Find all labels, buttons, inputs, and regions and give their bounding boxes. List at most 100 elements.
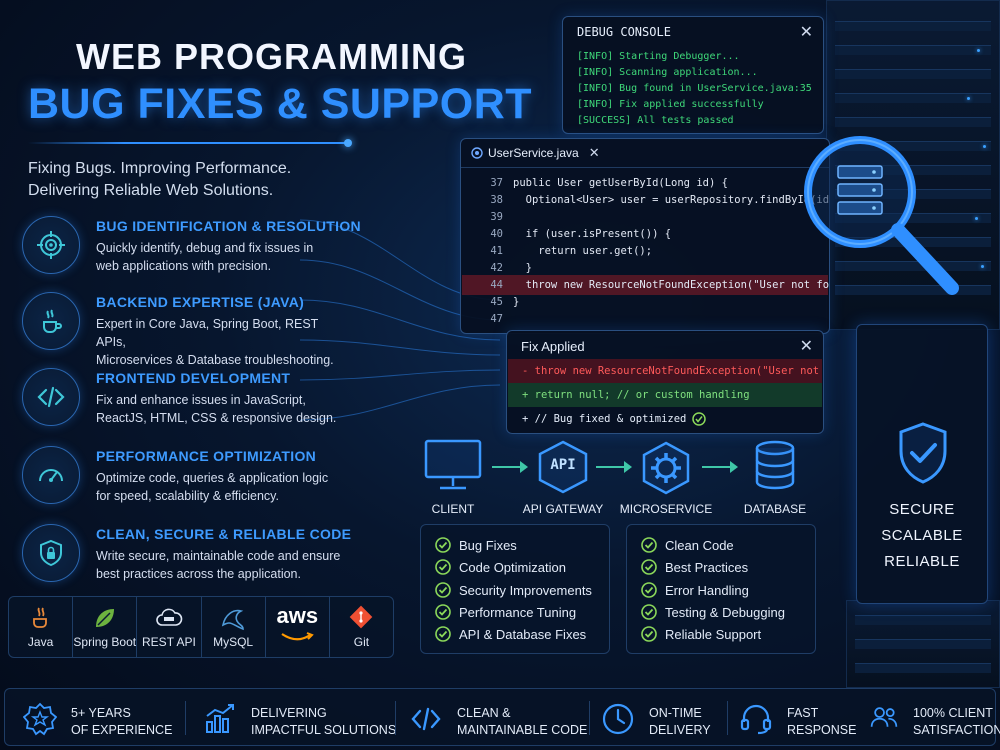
stat-text: 100% CLIENT SATISFACTION [913,705,1000,739]
clock-icon [602,703,634,735]
speedometer-icon [22,446,80,504]
close-icon[interactable]: ✕ [799,24,813,41]
flow-label-client: CLIENT [431,502,475,516]
checklist-item: Code Optimization [435,559,566,575]
tech-stack-strip: Java Spring Boot REST API MySQL aws Git [8,596,394,658]
checklist-label: Performance Tuning [459,604,577,620]
debug-console-panel: DEBUG CONSOLE ✕ [INFO] Starting Debugger… [562,16,824,134]
tech-label: Git [353,635,370,649]
check-circle-icon [641,626,657,642]
line-number: 45 [490,296,503,308]
stat-divider [589,701,590,735]
feature-frontend-development: FRONTEND DEVELOPMENT Fix and enhance iss… [22,366,352,430]
file-icon [471,147,483,159]
feature-clean-secure-code: CLEAN, SECURE & RELIABLE CODE Write secu… [22,522,352,586]
java-icon [22,292,80,350]
title-divider [28,142,348,144]
error-line-highlight [462,275,828,295]
debug-console-title: DEBUG CONSOLE [577,25,671,39]
feature-title: BACKEND EXPERTISE (JAVA) [96,294,305,310]
aws-logo-icon: aws [276,603,319,628]
badge-line-secure: SECURE [889,501,955,518]
stat-line2: MAINTAINABLE CODE [457,723,588,737]
subtitle-line1: Fixing Bugs. Improving Performance. [28,160,292,177]
stat-line1: DELIVERING [251,706,327,720]
services-checklist-left: Bug Fixes Code Optimization Security Imp… [420,524,610,654]
code-line-error: throw new ResourceNotFoundException("Use… [525,279,830,291]
git-icon [350,605,373,629]
bar-chart-icon [206,704,234,733]
check-circle-icon [692,412,707,426]
mysql-dolphin-icon [221,609,244,631]
database-icon [755,440,795,490]
stat-line1: ON-TIME [649,706,702,720]
console-line: [INFO] Fix applied successfully [577,99,764,110]
feature-desc-line2: web applications with precision. [96,259,272,273]
check-circle-icon [641,582,657,598]
feature-desc-line1: Optimize code, queries & application log… [96,471,329,485]
flow-arrow [596,461,632,473]
badge-line-reliable: RELIABLE [884,553,960,570]
tech-item-git: Git [330,597,393,657]
stat-line2: IMPACTFUL SOLUTIONS [251,723,397,737]
feature-desc-line2: for speed, scalability & efficiency. [96,489,279,503]
check-circle-icon [435,537,451,553]
tech-item-aws: aws [266,597,330,657]
checklist-label: Security Improvements [459,582,592,598]
fix-applied-title: Fix Applied [521,339,585,354]
close-icon[interactable]: ✕ [588,145,600,160]
feature-title: FRONTEND DEVELOPMENT [96,370,291,386]
users-icon [870,707,898,727]
stat-line2: OF EXPERIENCE [71,723,173,737]
check-circle-icon [641,537,657,553]
line-number: 41 [490,245,503,257]
diff-added-line: + // Bug fixed & optimized [508,407,822,431]
stat-line1: CLEAN & [457,706,511,720]
line-number: 37 [490,177,503,189]
code-line: return user.get(); [513,245,653,257]
line-number: 42 [490,262,503,274]
console-line: [INFO] Bug found in UserService.java:35 [577,83,812,94]
tech-item-mysql: MySQL [202,597,266,657]
check-circle-icon [435,582,451,598]
target-icon [22,216,80,274]
diff-removed-line: - throw new ResourceNotFoundException("U… [508,359,822,383]
checklist-item: Performance Tuning [435,604,576,620]
feature-backend-expertise: BACKEND EXPERTISE (JAVA) Expert in Core … [22,290,352,367]
api-hexagon-icon: API [536,440,590,494]
stat-text: CLEAN & MAINTAINABLE CODE [457,705,587,739]
code-line: if (user.isPresent()) { [513,228,672,240]
check-circle-icon [641,559,657,575]
flow-label-database: DATABASE [743,502,807,516]
tech-label: Java [27,635,54,649]
stat-line2: SATISFACTION [913,723,1000,737]
checklist-label: Best Practices [665,559,749,575]
checklist-item: Bug Fixes [435,537,517,553]
diff-added-line: + return null; // or custom handling [508,383,822,407]
feature-description: Write secure, maintainable code and ensu… [96,547,346,583]
gear-icon [642,441,690,495]
stat-divider [185,701,186,735]
feature-title: BUG IDENTIFICATION & RESOLUTION [96,218,361,234]
feature-title: CLEAN, SECURE & RELIABLE CODE [96,526,352,542]
stat-line1: 100% CLIENT [913,706,993,720]
checklist-item: Security Improvements [435,582,592,598]
checklist-label: Testing & Debugging [665,604,785,620]
check-circle-icon [641,604,657,620]
editor-tab[interactable]: UserService.java ✕ [471,145,600,161]
close-icon[interactable]: ✕ [799,338,813,355]
console-line: [INFO] Starting Debugger... [577,51,740,62]
tech-label: REST API [142,635,196,649]
stat-text: DELIVERING IMPACTFUL SOLUTIONS [251,705,396,739]
feature-desc-line1: Expert in Core Java, Spring Boot, REST A… [96,317,319,349]
code-line: } [513,296,520,308]
feature-description: Fix and enhance issues in JavaScript, Re… [96,391,346,427]
editor-tab-label: UserService.java [488,146,579,160]
stat-divider [395,701,396,735]
flow-label-api-gateway: API GATEWAY [522,502,604,516]
services-checklist-right: Clean Code Best Practices Error Handling… [626,524,816,654]
star-badge-icon [23,702,57,736]
server-rack-right-bottom [846,600,1000,688]
line-number: 39 [490,211,503,223]
